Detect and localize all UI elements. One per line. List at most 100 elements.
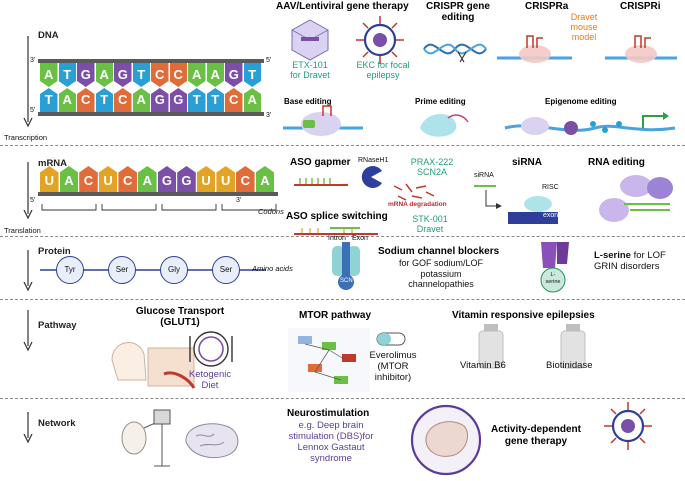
lserine-bold: L-serine xyxy=(594,250,631,261)
separator-mrna-protein xyxy=(0,236,685,237)
lentivirus-icon xyxy=(356,16,404,64)
arrow-network-down-icon xyxy=(23,412,33,444)
lserine-receptor-icon xyxy=(540,242,569,293)
lserine-rest: for LOF GRIN disorders xyxy=(594,250,666,272)
crispr-dna-icon xyxy=(423,43,487,63)
mtor-title: MTOR pathway xyxy=(299,310,372,321)
scn-label: SCN xyxy=(340,278,353,284)
everolimus-pill-icon xyxy=(376,332,406,346)
risc-label: RISC xyxy=(542,184,559,191)
ketogenic-plate-icon xyxy=(189,331,233,367)
ketogenic-label: Ketogenic Diet xyxy=(188,369,232,391)
dna-backbone-bottom xyxy=(38,112,264,116)
mrna-base-5: A xyxy=(138,166,157,192)
section-label-network: Network xyxy=(38,418,76,429)
biotinidase-bottle-icon xyxy=(560,324,586,369)
mrna-base-1: A xyxy=(59,166,79,192)
codons-label: Codons xyxy=(258,207,284,216)
neurostimulation-title: Neurostimulation xyxy=(287,408,370,419)
mrna-base-7: G xyxy=(177,166,196,192)
crispri-title: CRISPRi xyxy=(620,1,661,12)
base-editing-icon xyxy=(283,105,363,136)
epigenome-editing-icon xyxy=(504,112,676,135)
amino-acid-2: Gly xyxy=(160,256,188,284)
sodium-blockers-title: Sodium channel blockers xyxy=(378,246,500,257)
mrna-5-label: 5' xyxy=(30,197,36,204)
dna-top-base-4: G xyxy=(114,63,132,87)
separator-pathway-network xyxy=(0,398,685,399)
crispr-title: CRISPR gene editing xyxy=(426,1,490,23)
dna-bottom-base-10: C xyxy=(225,88,243,112)
amino-acid-1: Ser xyxy=(108,256,136,284)
dna-top-base-6: C xyxy=(151,63,169,87)
mrna-base-3: U xyxy=(98,166,118,192)
section-label-dna: DNA xyxy=(38,30,59,41)
dbs-device-icon xyxy=(121,409,171,467)
mtor-pathway-icon xyxy=(288,328,370,392)
amino-acid-3: Ser xyxy=(212,256,240,284)
dna-top-base-1: T xyxy=(58,63,76,87)
mrna-3-label: 3' xyxy=(236,197,242,204)
vitamin-b6-bottle-icon xyxy=(478,324,504,369)
glut1-illustration-icon xyxy=(111,342,196,389)
dna-5-top-label: 5' xyxy=(266,57,272,64)
dravet-model-label: Dravet mouse model xyxy=(570,12,598,42)
activity-brain-circle-icon xyxy=(410,404,482,476)
translation-label: Translation xyxy=(4,226,41,235)
mrna-base-8: U xyxy=(196,166,216,192)
brain-icon xyxy=(185,423,239,459)
transcription-label: Transcription xyxy=(4,133,48,142)
separator-dna-mrna xyxy=(0,145,685,146)
neurostimulation-desc: e.g. Deep brain stimulation (DBS)for Len… xyxy=(288,420,374,464)
mrna-base-10: C xyxy=(236,166,255,192)
ekc-label: EKC for focal epilepsy xyxy=(356,60,410,80)
prax-label: PRAX-222 SCN2A xyxy=(410,157,454,177)
sirna-small-label: siRNA xyxy=(474,172,494,179)
dna-top-base-8: A xyxy=(188,63,206,87)
sirna-icon xyxy=(474,185,558,224)
vitamin-b6-label: Vitamin B6 xyxy=(460,360,506,371)
dna-bottom-base-4: C xyxy=(114,88,132,112)
base-editing-label: Base editing xyxy=(284,97,332,106)
dna-top-base-3: A xyxy=(95,63,113,87)
dna-5-bottom-label: 5' xyxy=(30,107,36,114)
rnaseh1-label: RNaseH1 xyxy=(358,157,389,164)
codon-brackets xyxy=(41,204,277,211)
everolimus-label: Everolimus (MTOR inhibitor) xyxy=(369,350,417,383)
epigenome-editing-label: Epigenome editing xyxy=(545,97,617,106)
dna-bottom-base-6: G xyxy=(151,88,169,112)
crispra-icon xyxy=(497,35,572,63)
crispri-icon xyxy=(605,35,677,63)
section-label-mrna: mRNA xyxy=(38,158,68,169)
sodium-blockers-desc: for GOF sodium/LOF potassium channelopat… xyxy=(398,258,484,289)
dna-top-base-9: A xyxy=(206,63,224,87)
section-label-pathway: Pathway xyxy=(38,320,77,331)
prime-editing-icon xyxy=(420,113,469,137)
arrow-protein-down-icon xyxy=(23,250,33,292)
arrow-pathway-down-icon xyxy=(23,310,33,352)
rna-editing-title: RNA editing xyxy=(588,157,645,168)
mrna-base-0: U xyxy=(40,166,59,192)
rnaseh1-pacman-icon xyxy=(361,166,382,188)
aso-splice-icon xyxy=(294,227,378,235)
dna-bottom-base-9: T xyxy=(206,88,224,112)
dna-bottom-base-0: T xyxy=(40,88,58,112)
stk-label: STK-001 Dravet xyxy=(412,214,448,234)
arrow-dna-down-icon xyxy=(23,36,33,128)
exon-label: Exon xyxy=(352,235,368,242)
dna-bottom-base-8: T xyxy=(188,88,206,112)
dna-3-top-label: 3' xyxy=(30,57,36,64)
mrna-base-11: A xyxy=(255,166,275,192)
biotinidase-label: Biotinidase xyxy=(546,360,593,371)
activity-gene-therapy-title: Activity-dependent gene therapy xyxy=(490,424,581,447)
dna-top-base-5: T xyxy=(132,63,150,87)
mrna-degradation-label: mRNA degradation xyxy=(388,201,447,208)
aso-gapmer-title: ASO gapmer xyxy=(290,157,351,168)
etx-label: ETX-101 for Dravet xyxy=(290,60,330,80)
rna-editing-icon xyxy=(599,175,673,222)
dna-backbone-top xyxy=(38,59,264,63)
glut1-title: Glucose Transport (GLUT1) xyxy=(135,306,225,328)
exon-box-label: exon xyxy=(543,212,559,219)
